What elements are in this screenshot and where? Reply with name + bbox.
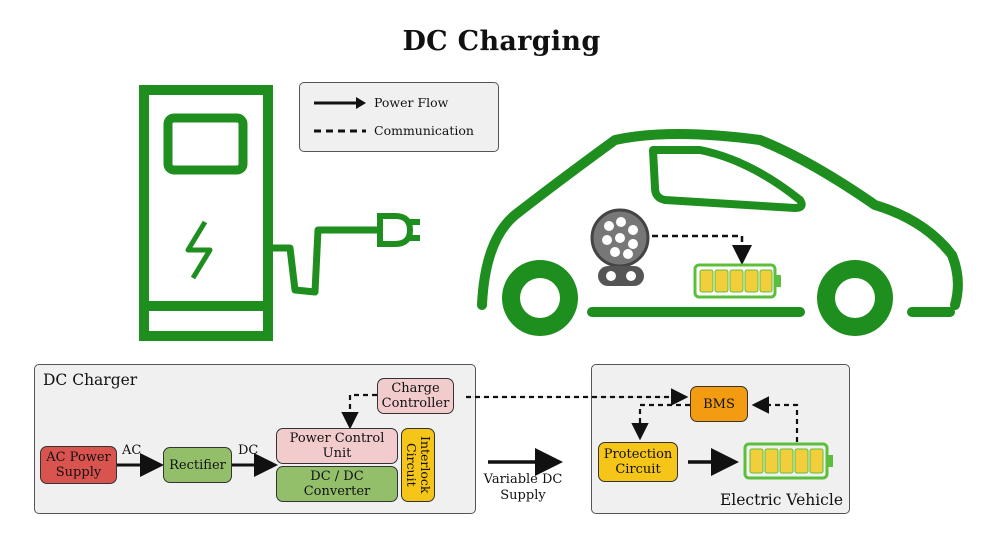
electric-vehicle-panel-title: Electric Vehicle (719, 491, 843, 509)
interlock-circuit-block: Interlock Circuit (401, 428, 435, 502)
dc-dc-converter-block: DC / DC Converter (276, 466, 398, 502)
car-battery-icon (693, 263, 781, 299)
interlock-circuit-label: Interlock Circuit (404, 436, 433, 494)
electric-car-icon (477, 129, 963, 336)
charging-port-icon (590, 208, 650, 286)
legend: Power Flow Communication (299, 82, 499, 152)
dc-label: DC (238, 443, 259, 458)
legend-communication: Communication (374, 123, 474, 138)
dc-charger-panel-title: DC Charger (43, 371, 138, 389)
charge-controller-block: Charge Controller (377, 378, 454, 414)
rectifier-block: Rectifier (163, 447, 232, 483)
power-control-unit-block: Power Control Unit (276, 428, 398, 464)
legend-power-flow: Power Flow (374, 95, 449, 110)
vehicle-battery-icon (743, 442, 833, 480)
plug-icon (377, 213, 420, 247)
variable-dc-supply-label: Variable DC Supply (483, 472, 563, 503)
ac-power-supply-block: AC Power Supply (40, 446, 117, 484)
ac-label: AC (122, 443, 142, 458)
bms-block: BMS (690, 386, 748, 422)
charging-station-icon (139, 85, 273, 341)
charging-cable (268, 226, 380, 296)
protection-circuit-block: Protection Circuit (598, 442, 678, 482)
diagram-title: DC Charging (402, 26, 601, 57)
